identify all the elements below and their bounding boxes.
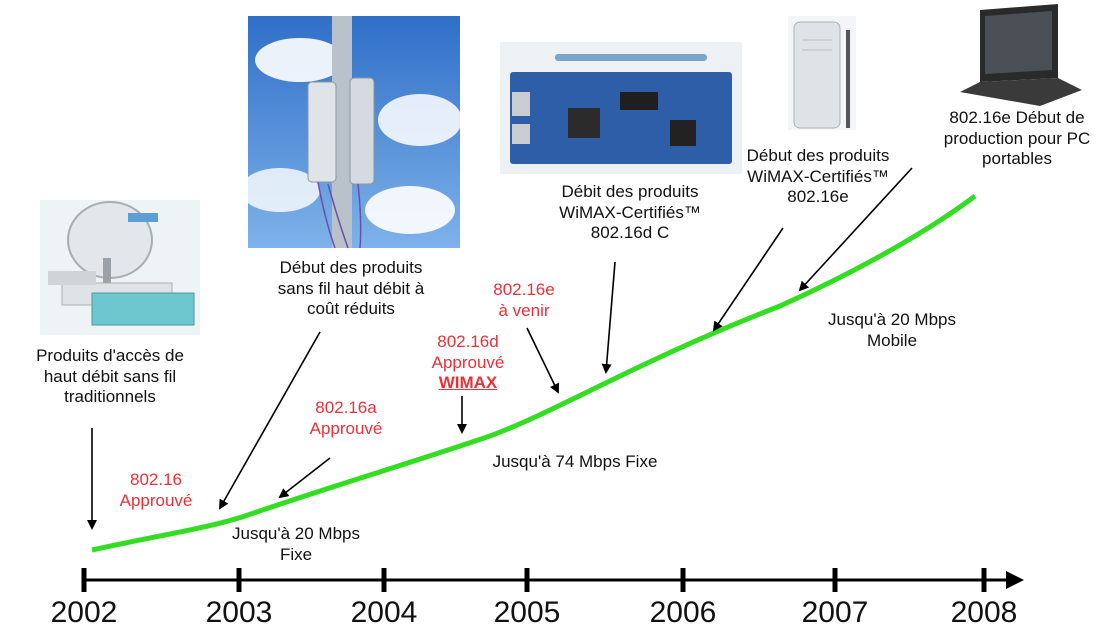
- label-line: 802.16e: [493, 280, 555, 299]
- label-portable-pc: 802.16e Début de production pour PC port…: [922, 108, 1112, 170]
- milestone-802-16e: 802.16e à venir: [484, 280, 564, 321]
- label-line: Débit des produits: [561, 182, 699, 201]
- laptop-image: [960, 4, 1082, 106]
- label-low-cost-products: Début des produits sans fil haut débit à…: [246, 258, 456, 320]
- label-speed-20-mobile: Jusqu'à 20 Mbps Mobile: [802, 310, 982, 351]
- year-label: 2006: [649, 596, 717, 629]
- circuit-board-image: [500, 42, 742, 174]
- label-line: Approuvé: [309, 418, 383, 438]
- label-certified-e: Début des produits WiMAX-Certifiés™ 802.…: [728, 146, 908, 208]
- label-line: 802.16d C: [590, 223, 670, 243]
- satellite-dish-image: [40, 200, 200, 335]
- label-line: Mobile: [866, 330, 918, 350]
- pointer-arrows: [87, 167, 913, 530]
- label-line: sans fil haut débit à: [277, 278, 425, 298]
- label-speed-74-fixed: Jusqu'à 74 Mbps Fixe: [460, 452, 690, 473]
- label-speed-20-fixed: Jusqu'à 20 Mbps Fixe: [206, 524, 386, 565]
- router-image: [788, 16, 856, 130]
- label-line: Jusqu'à 74 Mbps Fixe: [492, 452, 658, 471]
- label-line: à venir: [498, 300, 550, 320]
- milestone-802-16: 802.16 Approuvé: [106, 470, 206, 511]
- label-line: Début des produits: [746, 146, 890, 165]
- label-line: Approuvé: [431, 352, 505, 372]
- year-label: 2002: [50, 596, 118, 629]
- label-line: WiMAX-Certifiés™: [559, 202, 701, 222]
- label-line: WiMAX-Certifiés™: [747, 166, 889, 186]
- year-label: 2004: [350, 596, 418, 629]
- label-line: Approuvé: [119, 490, 193, 510]
- label-line: haut débit sans fil: [43, 366, 177, 386]
- label-certified-d: Débit des produits WiMAX-Certifiés™ 802.…: [530, 182, 730, 244]
- label-line: Produits d'accès de: [36, 346, 184, 365]
- label-line: 802.16d: [437, 332, 499, 351]
- label-line: Fixe: [279, 544, 313, 564]
- year-label: 2003: [205, 596, 273, 629]
- year-label: 2008: [950, 596, 1018, 629]
- label-line: production pour PC: [943, 128, 1091, 148]
- label-line: Jusqu'à 20 Mbps: [828, 310, 956, 329]
- label-line: Jusqu'à 20 Mbps: [232, 524, 360, 543]
- label-line: 802.16e Début de: [949, 108, 1085, 127]
- label-line: 802.16e: [787, 187, 849, 207]
- milestone-802-16a: 802.16a Approuvé: [296, 398, 396, 439]
- year-label: 2007: [801, 596, 869, 629]
- label-line: traditionnels: [64, 387, 156, 407]
- timeline-ticks: [81, 568, 987, 592]
- antenna-image: [240, 16, 462, 249]
- capacity-growth-curve: [91, 194, 977, 553]
- label-line: 802.16a: [315, 398, 377, 417]
- label-line: Début des produits: [279, 258, 423, 277]
- milestone-wimax: WIMAX: [438, 373, 498, 393]
- label-line: portables: [982, 149, 1052, 169]
- label-traditional-products: Produits d'accès de haut débit sans fil …: [10, 346, 210, 408]
- year-label: 2005: [493, 596, 561, 629]
- timeline-arrowhead: [1006, 571, 1024, 589]
- label-line: 802.16: [130, 470, 182, 489]
- label-line: coût réduits: [307, 299, 395, 319]
- milestone-802-16d: 802.16d Approuvé WIMAX: [418, 332, 518, 394]
